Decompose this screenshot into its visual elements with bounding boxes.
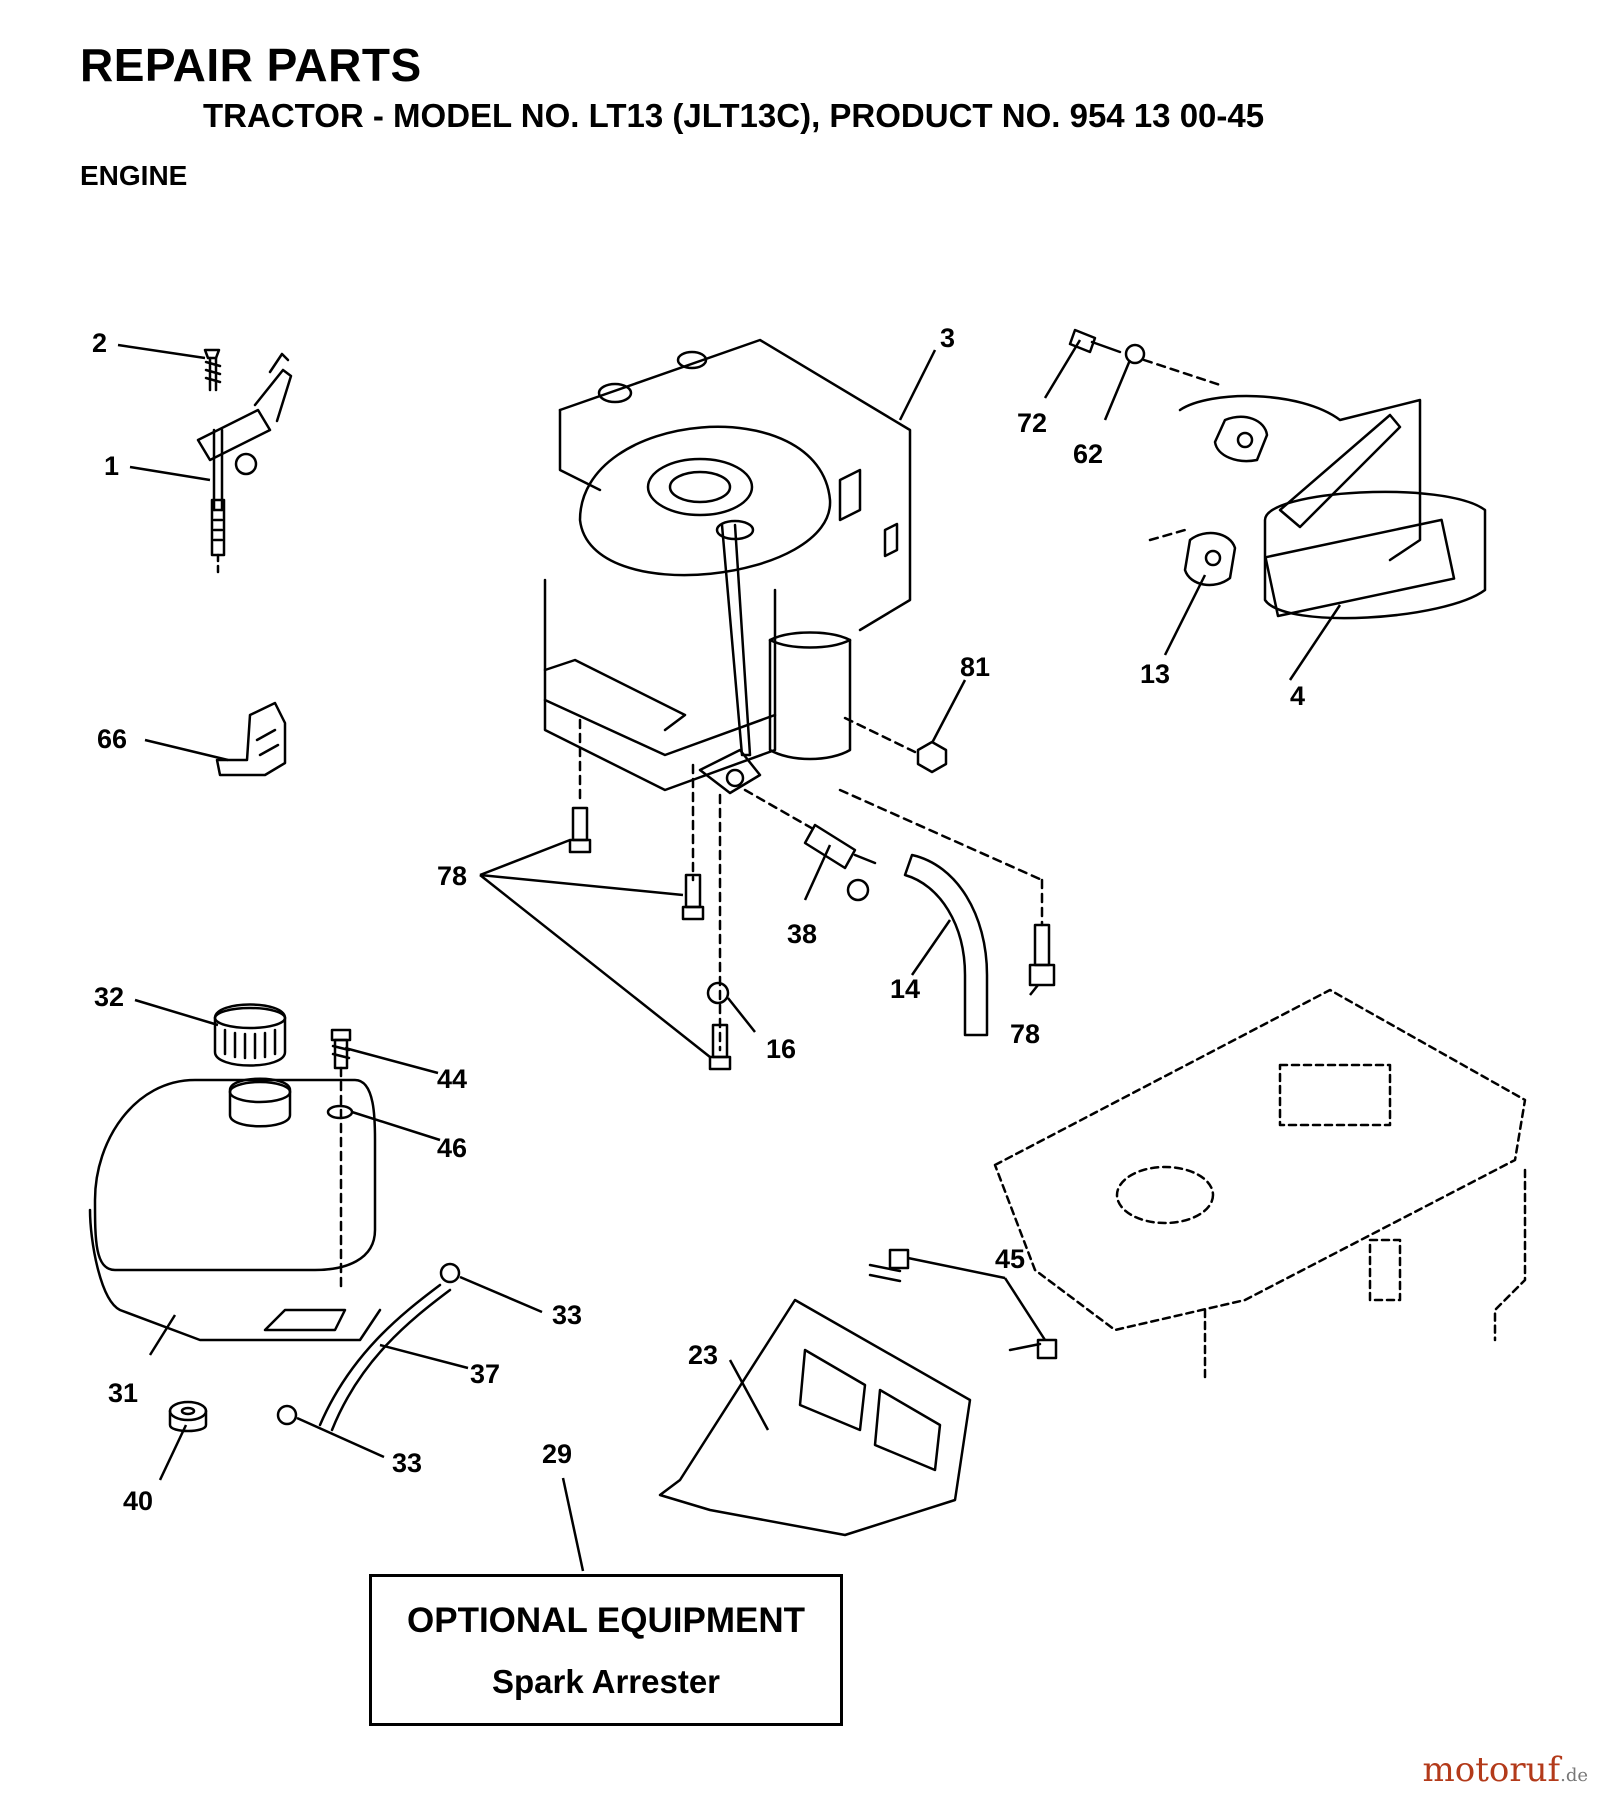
callout-labels: 2 1 66 3 72 62 13 4 81 78 38 14 78 16 32… xyxy=(92,323,1305,1516)
callout-label: 16 xyxy=(766,1034,796,1064)
fuel-tank-part xyxy=(88,1077,382,1342)
throttle-control-part xyxy=(196,348,293,577)
callout-label: 78 xyxy=(437,861,467,891)
callout-label: 32 xyxy=(94,982,124,1012)
optional-equipment-title: OPTIONAL EQUIPMENT xyxy=(407,1601,805,1640)
callout-label: 40 xyxy=(123,1486,153,1516)
section-label: ENGINE xyxy=(80,160,188,191)
callout-label: 13 xyxy=(1140,659,1170,689)
callout-label: 72 xyxy=(1017,408,1047,438)
callout-label: 38 xyxy=(787,919,817,949)
tractor-frame-part xyxy=(993,988,1527,1382)
callout-label: 37 xyxy=(470,1359,500,1389)
callout-label: 14 xyxy=(890,974,920,1004)
callout-label: 46 xyxy=(437,1133,467,1163)
callout-label: 33 xyxy=(392,1448,422,1478)
callout-label: 31 xyxy=(108,1378,138,1408)
callout-label: 3 xyxy=(940,323,955,353)
page-title: REPAIR PARTS xyxy=(80,39,422,91)
callout-label: 33 xyxy=(552,1300,582,1330)
callout-label: 4 xyxy=(1290,681,1305,711)
gas-cap-part xyxy=(213,1003,287,1067)
callout-label: 29 xyxy=(542,1439,572,1469)
callout-label: 78 xyxy=(1010,1019,1040,1049)
watermark-text: motoruf xyxy=(1422,1750,1561,1790)
callout-label: 2 xyxy=(92,328,107,358)
callout-label: 44 xyxy=(437,1064,467,1094)
muffler-part xyxy=(1068,328,1487,620)
optional-equipment-box: OPTIONAL EQUIPMENT Spark Arrester xyxy=(369,1574,843,1726)
spark-arrester-label: Spark Arrester xyxy=(491,1663,721,1700)
model-subtitle: TRACTOR - MODEL NO. LT13 (JLT13C), PRODU… xyxy=(203,97,1265,134)
washer-16-part xyxy=(706,981,730,1005)
callout-label: 81 xyxy=(960,652,990,682)
heat-shield-part xyxy=(658,1248,1058,1537)
bolt-78-part xyxy=(568,806,1056,1071)
engine-part xyxy=(543,338,912,1052)
leader-lines xyxy=(117,339,1342,1572)
callout-label: 45 xyxy=(995,1244,1025,1274)
callout-label: 66 xyxy=(97,724,127,754)
watermark-tld: .de xyxy=(1560,1765,1588,1786)
fuel-filter-part xyxy=(743,788,989,1037)
callout-label: 23 xyxy=(688,1340,718,1370)
motoruf-watermark: motoruf.de xyxy=(1423,1750,1588,1790)
bracket-66-part xyxy=(215,701,287,777)
screw-44-part xyxy=(326,1028,354,1292)
callout-label: 1 xyxy=(104,451,119,481)
callout-label: 62 xyxy=(1073,439,1103,469)
fuel-line-part xyxy=(168,1262,461,1433)
nut-81-part xyxy=(838,716,1044,882)
